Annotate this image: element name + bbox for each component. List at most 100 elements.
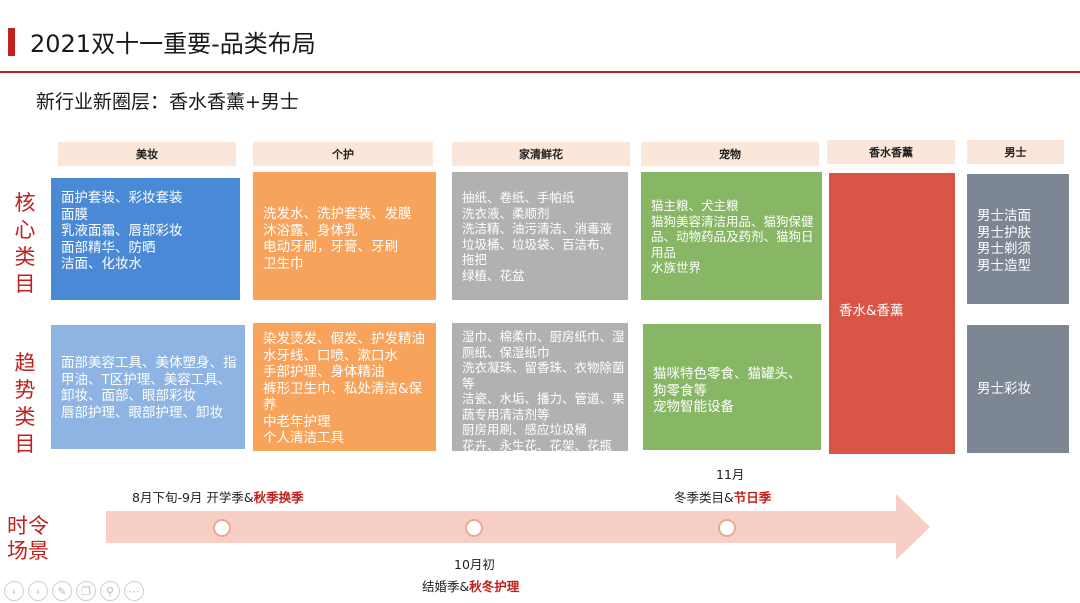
- cell-line: 洁瓷、水垢、播力、管道、果: [462, 391, 625, 406]
- cell-line: 拖把: [462, 252, 488, 267]
- cell-line: 厨房用刷、感应垃圾桶: [462, 422, 588, 437]
- pen-icon[interactable]: ✎: [52, 581, 72, 601]
- presentation-toolbar: ‹ › ✎ ❐ ⚲ ⋯: [4, 581, 144, 601]
- row-label-season-line: 场景: [7, 539, 49, 563]
- timeline-milestone-dot: [465, 519, 483, 537]
- next-icon[interactable]: ›: [28, 581, 48, 601]
- milestone-3-date: 11月: [716, 467, 745, 482]
- cell-line: 湿巾、棉柔巾、厨房纸巾、湿: [462, 329, 625, 344]
- cell-line: 猫咪特色零食、猫罐头、: [653, 366, 802, 382]
- row-label-trend-char: 类: [14, 405, 36, 429]
- cell-line: 抽纸、卷纸、手帕纸: [462, 190, 575, 205]
- milestone-2-text: 结婚季&: [422, 579, 470, 594]
- trend-cell-care: 染发烫发、假发、护发精油 水牙线、口喷、漱口水 手部护理、身体精油 裤形卫生巾、…: [253, 323, 436, 451]
- cell-line: 卸妆、面部、眼部彩妆: [61, 388, 196, 404]
- cell-line: 绿植、花盆: [462, 267, 525, 283]
- milestone-1-text: 开学季&: [206, 490, 254, 505]
- timeline-milestone-dot: [213, 519, 231, 537]
- timeline-milestone-dot: [718, 519, 736, 537]
- title-rule: [0, 71, 1080, 73]
- cell-line: 个人清洁工具: [263, 430, 344, 446]
- cell-line: 养: [263, 397, 277, 413]
- trend-cell-beauty: 面部美容工具、美体塑身、指 甲油、T区护理、美容工具、 卸妆、面部、眼部彩妆 唇…: [51, 325, 245, 449]
- cell-line: 狗零食等: [653, 382, 707, 399]
- milestone-1-label: 8月下旬-9月 开学季&秋季换季: [132, 487, 304, 506]
- row-label-core-char: 类: [14, 245, 36, 269]
- zoom-icon[interactable]: ⚲: [100, 581, 120, 601]
- cell-line: 面部精华、防晒: [61, 239, 156, 256]
- row-label-core-char: 心: [14, 218, 36, 242]
- prev-icon[interactable]: ‹: [4, 581, 24, 601]
- cell-line: 男士洁面: [977, 208, 1031, 224]
- cell-line: 裤形卫生巾、私处清洁&保: [263, 380, 423, 397]
- cell-line: 乳液面霜、唇部彩妆: [61, 223, 183, 239]
- fragrance-cell: 香水&香薰: [829, 173, 955, 454]
- row-label-trend: 趋 势 类 目: [10, 350, 40, 458]
- trend-cell-men: 男士彩妆: [967, 325, 1069, 453]
- cell-line: 洗衣凝珠、留香珠、衣物除菌: [462, 360, 625, 375]
- cell-line: 手部护理、身体精油: [263, 364, 385, 380]
- milestone-2-date: 10月初: [454, 557, 495, 572]
- cell-line: 用品: [651, 244, 677, 260]
- cell-line: 唇部护理、眼部护理、卸妆: [61, 404, 223, 421]
- cell-line: 水族世界: [651, 260, 702, 275]
- slide-title: 2021双十一重要-品类布局: [30, 30, 316, 58]
- milestone-3-text: 冬季类目&: [674, 490, 734, 505]
- row-label-trend-char: 势: [14, 378, 36, 402]
- column-header-care: 个护: [253, 142, 433, 166]
- cell-line: 染发烫发、假发、护发精油: [263, 331, 425, 347]
- cell-line: 洗洁精、油污清洁、消毒液: [462, 221, 613, 236]
- row-label-season-line: 时令: [7, 514, 49, 538]
- core-cell-pet: 猫主粮、犬主粮 猫狗美容清洁用品、猫狗保健 品、动物药品及药剂、猫狗日 用品 水…: [641, 172, 822, 300]
- core-cell-care: 洗发水、洗护套装、发膜 沐浴露、身体乳 电动牙刷，牙膏、牙刷 卫生巾: [253, 172, 436, 300]
- cell-line: 香水&香薰: [839, 303, 904, 319]
- core-cell-home: 抽纸、卷纸、手帕纸 洗衣液、柔顺剂 洗洁精、油污清洁、消毒液 垃圾桶、垃圾袋、百…: [452, 172, 628, 300]
- cell-line: 品、动物药品及药剂、猫狗日: [651, 229, 814, 244]
- column-header-fragrance: 香水香薰: [827, 140, 955, 164]
- row-label-trend-char: 趋: [14, 351, 36, 375]
- title-accent-bar: [8, 28, 15, 56]
- more-icon[interactable]: ⋯: [124, 581, 144, 601]
- milestone-2-label: 结婚季&秋冬护理: [422, 576, 519, 595]
- cell-line: 猫主粮、犬主粮: [651, 198, 739, 213]
- cell-line: 洗发水、洗护套装、发膜: [263, 206, 412, 222]
- cell-line: 猫狗美容清洁用品、猫狗保健: [651, 213, 814, 229]
- trend-cell-home: 湿巾、棉柔巾、厨房纸巾、湿 厕纸、保湿纸巾 洗衣凝珠、留香珠、衣物除菌 等 洁瓷…: [452, 323, 628, 451]
- cell-line: 男士彩妆: [977, 381, 1031, 397]
- milestone-3-label: 冬季类目&节日季: [674, 487, 771, 506]
- cell-line: 花卉、永生花、花架、花瓶: [462, 437, 613, 452]
- cell-line: 垃圾桶、垃圾袋、百洁布、: [462, 236, 613, 252]
- milestone-1-date: 8月下旬-9月: [132, 490, 203, 505]
- cell-line: 厕纸、保湿纸巾: [462, 344, 550, 360]
- core-cell-men: 男士洁面 男士护肤 男士剃须 男士造型: [967, 174, 1069, 304]
- cell-line: 等: [462, 375, 475, 391]
- slide-header: 2021双十一重要-品类布局: [0, 0, 1080, 74]
- milestone-2-highlight: 秋冬护理: [469, 579, 520, 594]
- milestone-3-highlight: 节日季: [733, 490, 772, 505]
- cell-line: 男士造型: [977, 257, 1031, 274]
- cell-line: 男士护肤: [977, 224, 1031, 241]
- column-header-home: 家清鲜花: [452, 142, 630, 166]
- column-header-beauty: 美妆: [58, 142, 236, 166]
- cell-line: 面部美容工具、美体塑身、指: [61, 355, 237, 371]
- cell-line: 水牙线、口喷、漱口水: [263, 347, 398, 364]
- cell-line: 甲油、T区护理、美容工具、: [61, 371, 232, 388]
- row-label-core: 核 心 类 目: [10, 190, 40, 298]
- cell-line: 宠物智能设备: [653, 399, 734, 415]
- row-label-trend-char: 目: [14, 432, 36, 456]
- cell-line: 洗衣液、柔顺剂: [462, 205, 550, 221]
- copy-icon[interactable]: ❐: [76, 581, 96, 601]
- column-header-pet: 宠物: [641, 142, 819, 166]
- cell-line: 洁面、化妆水: [61, 256, 142, 272]
- timeline-arrow: [106, 494, 930, 560]
- cell-line: 男士剃须: [977, 241, 1031, 257]
- slide-subtitle: 新行业新圈层：香水香薰+男士: [36, 91, 299, 113]
- row-label-season: 时令 场景: [4, 514, 52, 564]
- column-header-men: 男士: [967, 140, 1064, 164]
- cell-line: 卫生巾: [263, 255, 304, 272]
- cell-line: 蔬专用清洁剂等: [462, 406, 550, 422]
- row-label-core-char: 核: [14, 191, 36, 215]
- cell-line: 中老年护理: [263, 413, 331, 430]
- cell-line: 面护套装、彩妆套装: [61, 190, 183, 206]
- cell-line: 沐浴露、身体乳: [263, 222, 358, 239]
